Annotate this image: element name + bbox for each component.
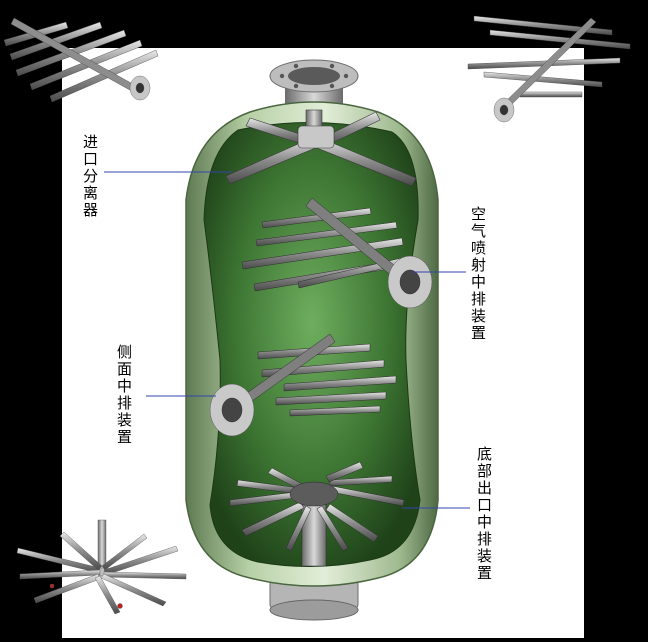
thumb-hub-collector	[16, 519, 187, 615]
label-inlet-separator: 进口分离器	[81, 134, 99, 219]
bottom-hub-collector	[229, 461, 405, 567]
thumb-inlet-distributor	[3, 17, 159, 103]
air-sparge-header	[241, 197, 433, 309]
top-nozzle	[269, 59, 359, 124]
side-mid-distributor	[209, 333, 397, 437]
label-air-sparge-collector: 空气喷射中排装置	[469, 206, 487, 342]
label-bottom-outlet-collector: 底部出口中排装置	[475, 446, 493, 582]
label-side-collector: 侧面中排装置	[115, 344, 133, 446]
inlet-distributor	[225, 109, 417, 187]
vessel-interior	[203, 121, 421, 568]
thumb-air-sparge	[467, 15, 631, 123]
